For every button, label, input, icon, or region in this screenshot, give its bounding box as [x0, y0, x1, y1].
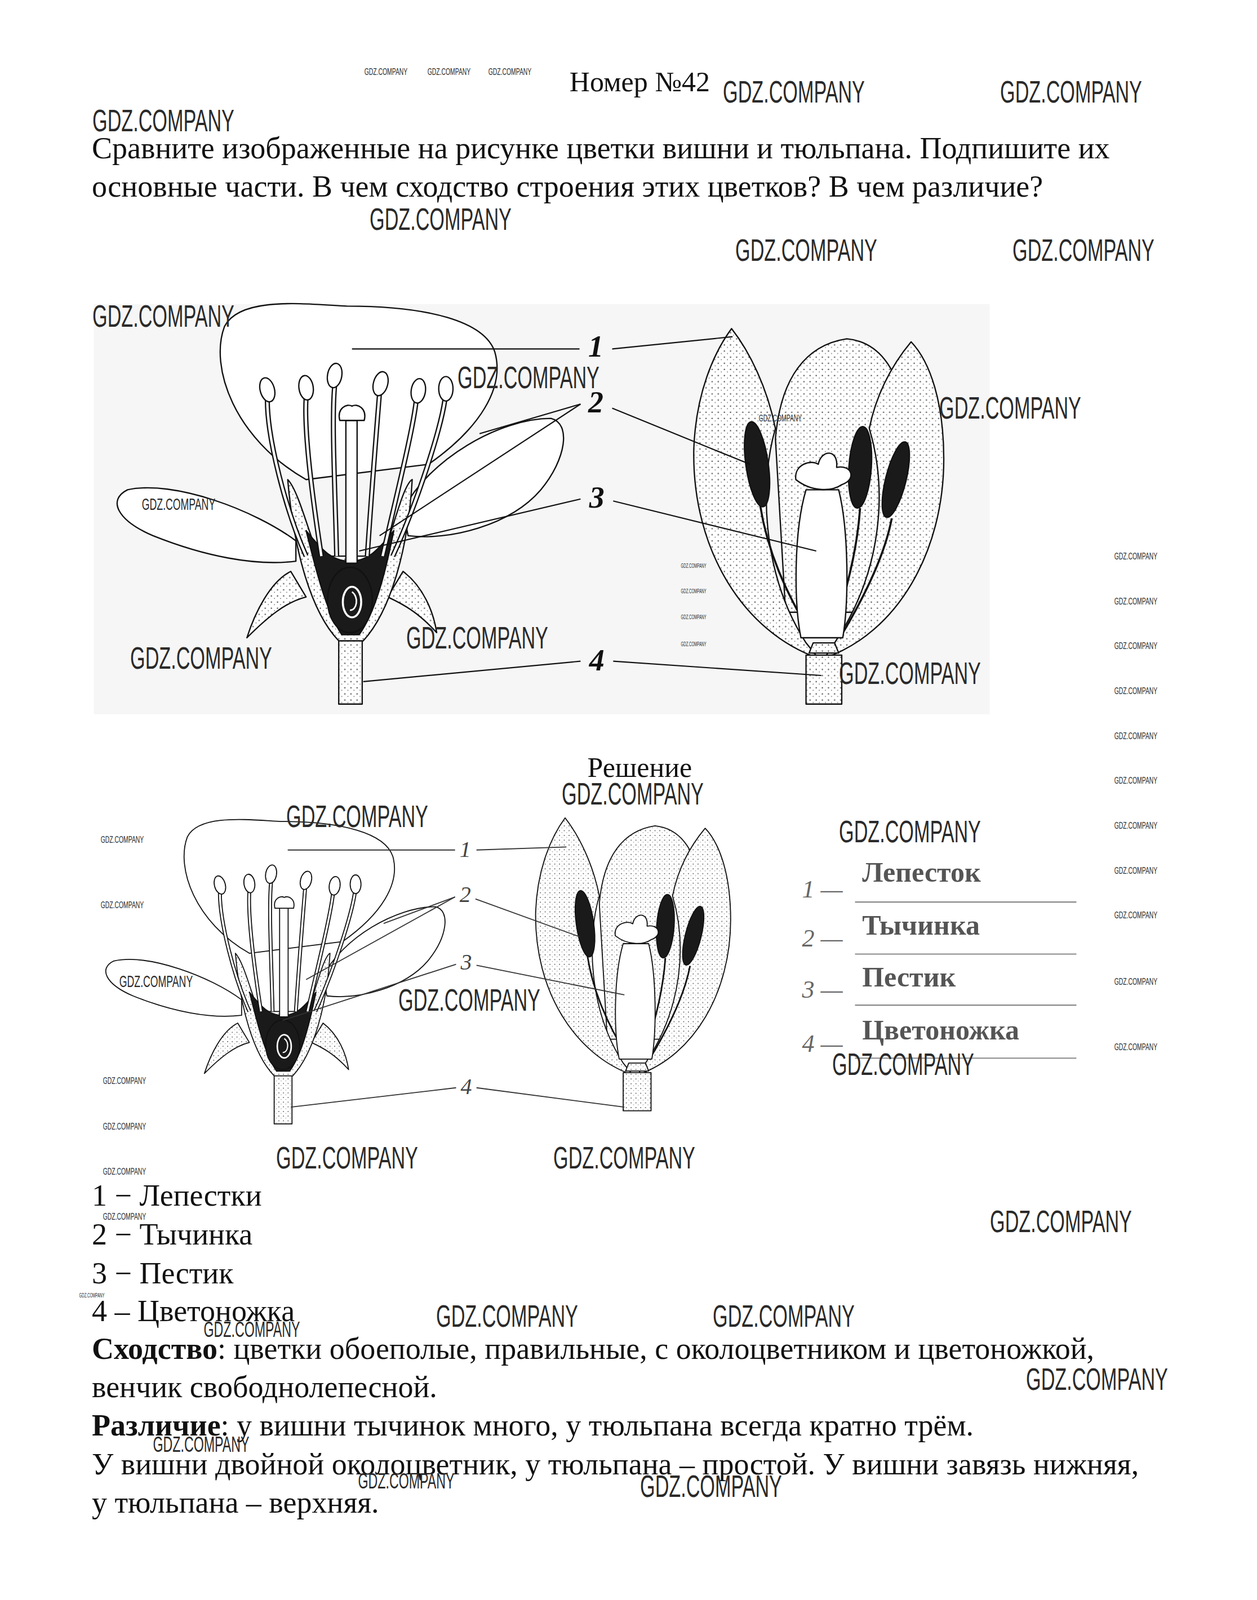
- callout-number: 1: [459, 837, 472, 863]
- callout-number: 2: [459, 882, 472, 908]
- watermark: GDZ.COMPANY: [1113, 641, 1157, 651]
- watermark: GDZ.COMPANY: [130, 642, 273, 674]
- leader-lines: [282, 846, 625, 1108]
- difference-text: : у вишни тычинок много, у тюльпана всег…: [220, 1408, 975, 1443]
- watermark: GDZ.COMPANY: [100, 900, 144, 910]
- answer-line: 3 − Пестик: [91, 1255, 234, 1291]
- question-text: Сравните изображенные на рисунке цветки …: [91, 131, 1110, 204]
- watermark: GDZ.COMPANY: [488, 66, 532, 77]
- answer-term: Цветоножка: [862, 1014, 1020, 1047]
- page-title: Номер №42: [569, 65, 710, 97]
- watermark: GDZ.COMPANY: [92, 104, 235, 137]
- answer-term: Пестик: [862, 961, 956, 994]
- watermark: GDZ.COMPANY: [103, 1121, 146, 1132]
- watermark: GDZ.COMPANY: [1113, 775, 1157, 786]
- similarity-text-block: Сходство: цветки обоеполые, правильные, …: [91, 1329, 1113, 1407]
- similarity-text: : цветки обоеполые, правильные, с околоц…: [91, 1331, 1095, 1405]
- answer-underlines: [855, 902, 1077, 1059]
- callout-number: 3: [460, 949, 473, 975]
- answer-term: Тычинка: [862, 909, 980, 943]
- watermark: GDZ.COMPANY: [141, 495, 216, 513]
- watermark: GDZ.COMPANY: [1012, 234, 1155, 266]
- watermark: GDZ.COMPANY: [406, 622, 549, 654]
- answer-line: 2 − Тычинка: [91, 1216, 253, 1252]
- watermark: GDZ.COMPANY: [119, 973, 193, 990]
- watermark: GDZ.COMPANY: [1113, 820, 1157, 830]
- watermark: GDZ.COMPANY: [681, 641, 707, 648]
- watermark: GDZ.COMPANY: [1113, 865, 1157, 875]
- leader-lines: [352, 336, 822, 682]
- watermark: GDZ.COMPANY: [398, 984, 541, 1016]
- watermark: GDZ.COMPANY: [152, 1433, 250, 1456]
- watermark: GDZ.COMPANY: [92, 300, 235, 332]
- watermark: GDZ.COMPANY: [722, 76, 865, 108]
- watermark: GDZ.COMPANY: [100, 834, 144, 845]
- watermark: GDZ.COMPANY: [427, 66, 471, 77]
- watermark: GDZ.COMPANY: [276, 1142, 419, 1174]
- bold-term: Сходство: [91, 1331, 218, 1366]
- difference-text-block: У вишни двойной околоцветник, у тюльпана…: [91, 1445, 1158, 1522]
- watermark: GDZ.COMPANY: [838, 815, 981, 848]
- watermark: GDZ.COMPANY: [1000, 76, 1143, 108]
- watermark: GDZ.COMPANY: [1113, 976, 1157, 987]
- watermark: GDZ.COMPANY: [203, 1318, 301, 1341]
- watermark: GDZ.COMPANY: [363, 66, 407, 77]
- answer-number: 3 —: [802, 975, 843, 1003]
- answer-number: 2 —: [802, 925, 843, 953]
- watermark: GDZ.COMPANY: [838, 657, 981, 690]
- watermark: GDZ.COMPANY: [681, 614, 707, 621]
- watermark: GDZ.COMPANY: [1113, 910, 1157, 921]
- watermark: GDZ.COMPANY: [640, 1470, 783, 1503]
- question-text-block: Сравните изображенные на рисунке цветки …: [91, 129, 1199, 206]
- answer-line: 1 − Лепестки: [91, 1178, 262, 1214]
- callout-number: 3: [589, 481, 605, 515]
- watermark: GDZ.COMPANY: [78, 1293, 105, 1299]
- watermark: GDZ.COMPANY: [1113, 685, 1157, 696]
- callout-number: 1: [588, 330, 604, 364]
- watermark: GDZ.COMPANY: [735, 234, 878, 266]
- watermark: GDZ.COMPANY: [286, 800, 429, 833]
- watermark: GDZ.COMPANY: [1113, 596, 1157, 606]
- watermark: GDZ.COMPANY: [1025, 1363, 1168, 1396]
- watermark: GDZ.COMPANY: [457, 361, 600, 394]
- watermark: GDZ.COMPANY: [103, 1166, 146, 1176]
- answer-number: 1 —: [802, 876, 843, 904]
- callout-number: 4: [589, 644, 605, 678]
- watermark: GDZ.COMPANY: [436, 1300, 579, 1332]
- watermark: GDZ.COMPANY: [939, 392, 1082, 424]
- watermark: GDZ.COMPANY: [681, 563, 707, 570]
- watermark: GDZ.COMPANY: [369, 203, 512, 235]
- watermark: GDZ.COMPANY: [103, 1211, 146, 1221]
- watermark: GDZ.COMPANY: [1113, 730, 1157, 741]
- difference-text-block: Различие: у вишни тычинок много, у тюльп…: [91, 1406, 1194, 1445]
- watermark: GDZ.COMPANY: [103, 1075, 146, 1086]
- difference-text: У вишни двойной околоцветник, у тюльпана…: [91, 1447, 1139, 1520]
- watermark: GDZ.COMPANY: [832, 1048, 975, 1081]
- watermark: GDZ.COMPANY: [561, 778, 704, 810]
- watermark: GDZ.COMPANY: [1113, 551, 1157, 561]
- watermark: GDZ.COMPANY: [712, 1300, 855, 1332]
- watermark: GDZ.COMPANY: [989, 1205, 1132, 1238]
- answer-term: Лепесток: [862, 856, 981, 890]
- watermark: GDZ.COMPANY: [553, 1142, 696, 1174]
- callout-number: 4: [460, 1074, 473, 1100]
- watermark: GDZ.COMPANY: [357, 1470, 455, 1492]
- watermark: GDZ.COMPANY: [681, 588, 707, 595]
- watermark: GDZ.COMPANY: [758, 413, 802, 424]
- watermark: GDZ.COMPANY: [1113, 1041, 1157, 1052]
